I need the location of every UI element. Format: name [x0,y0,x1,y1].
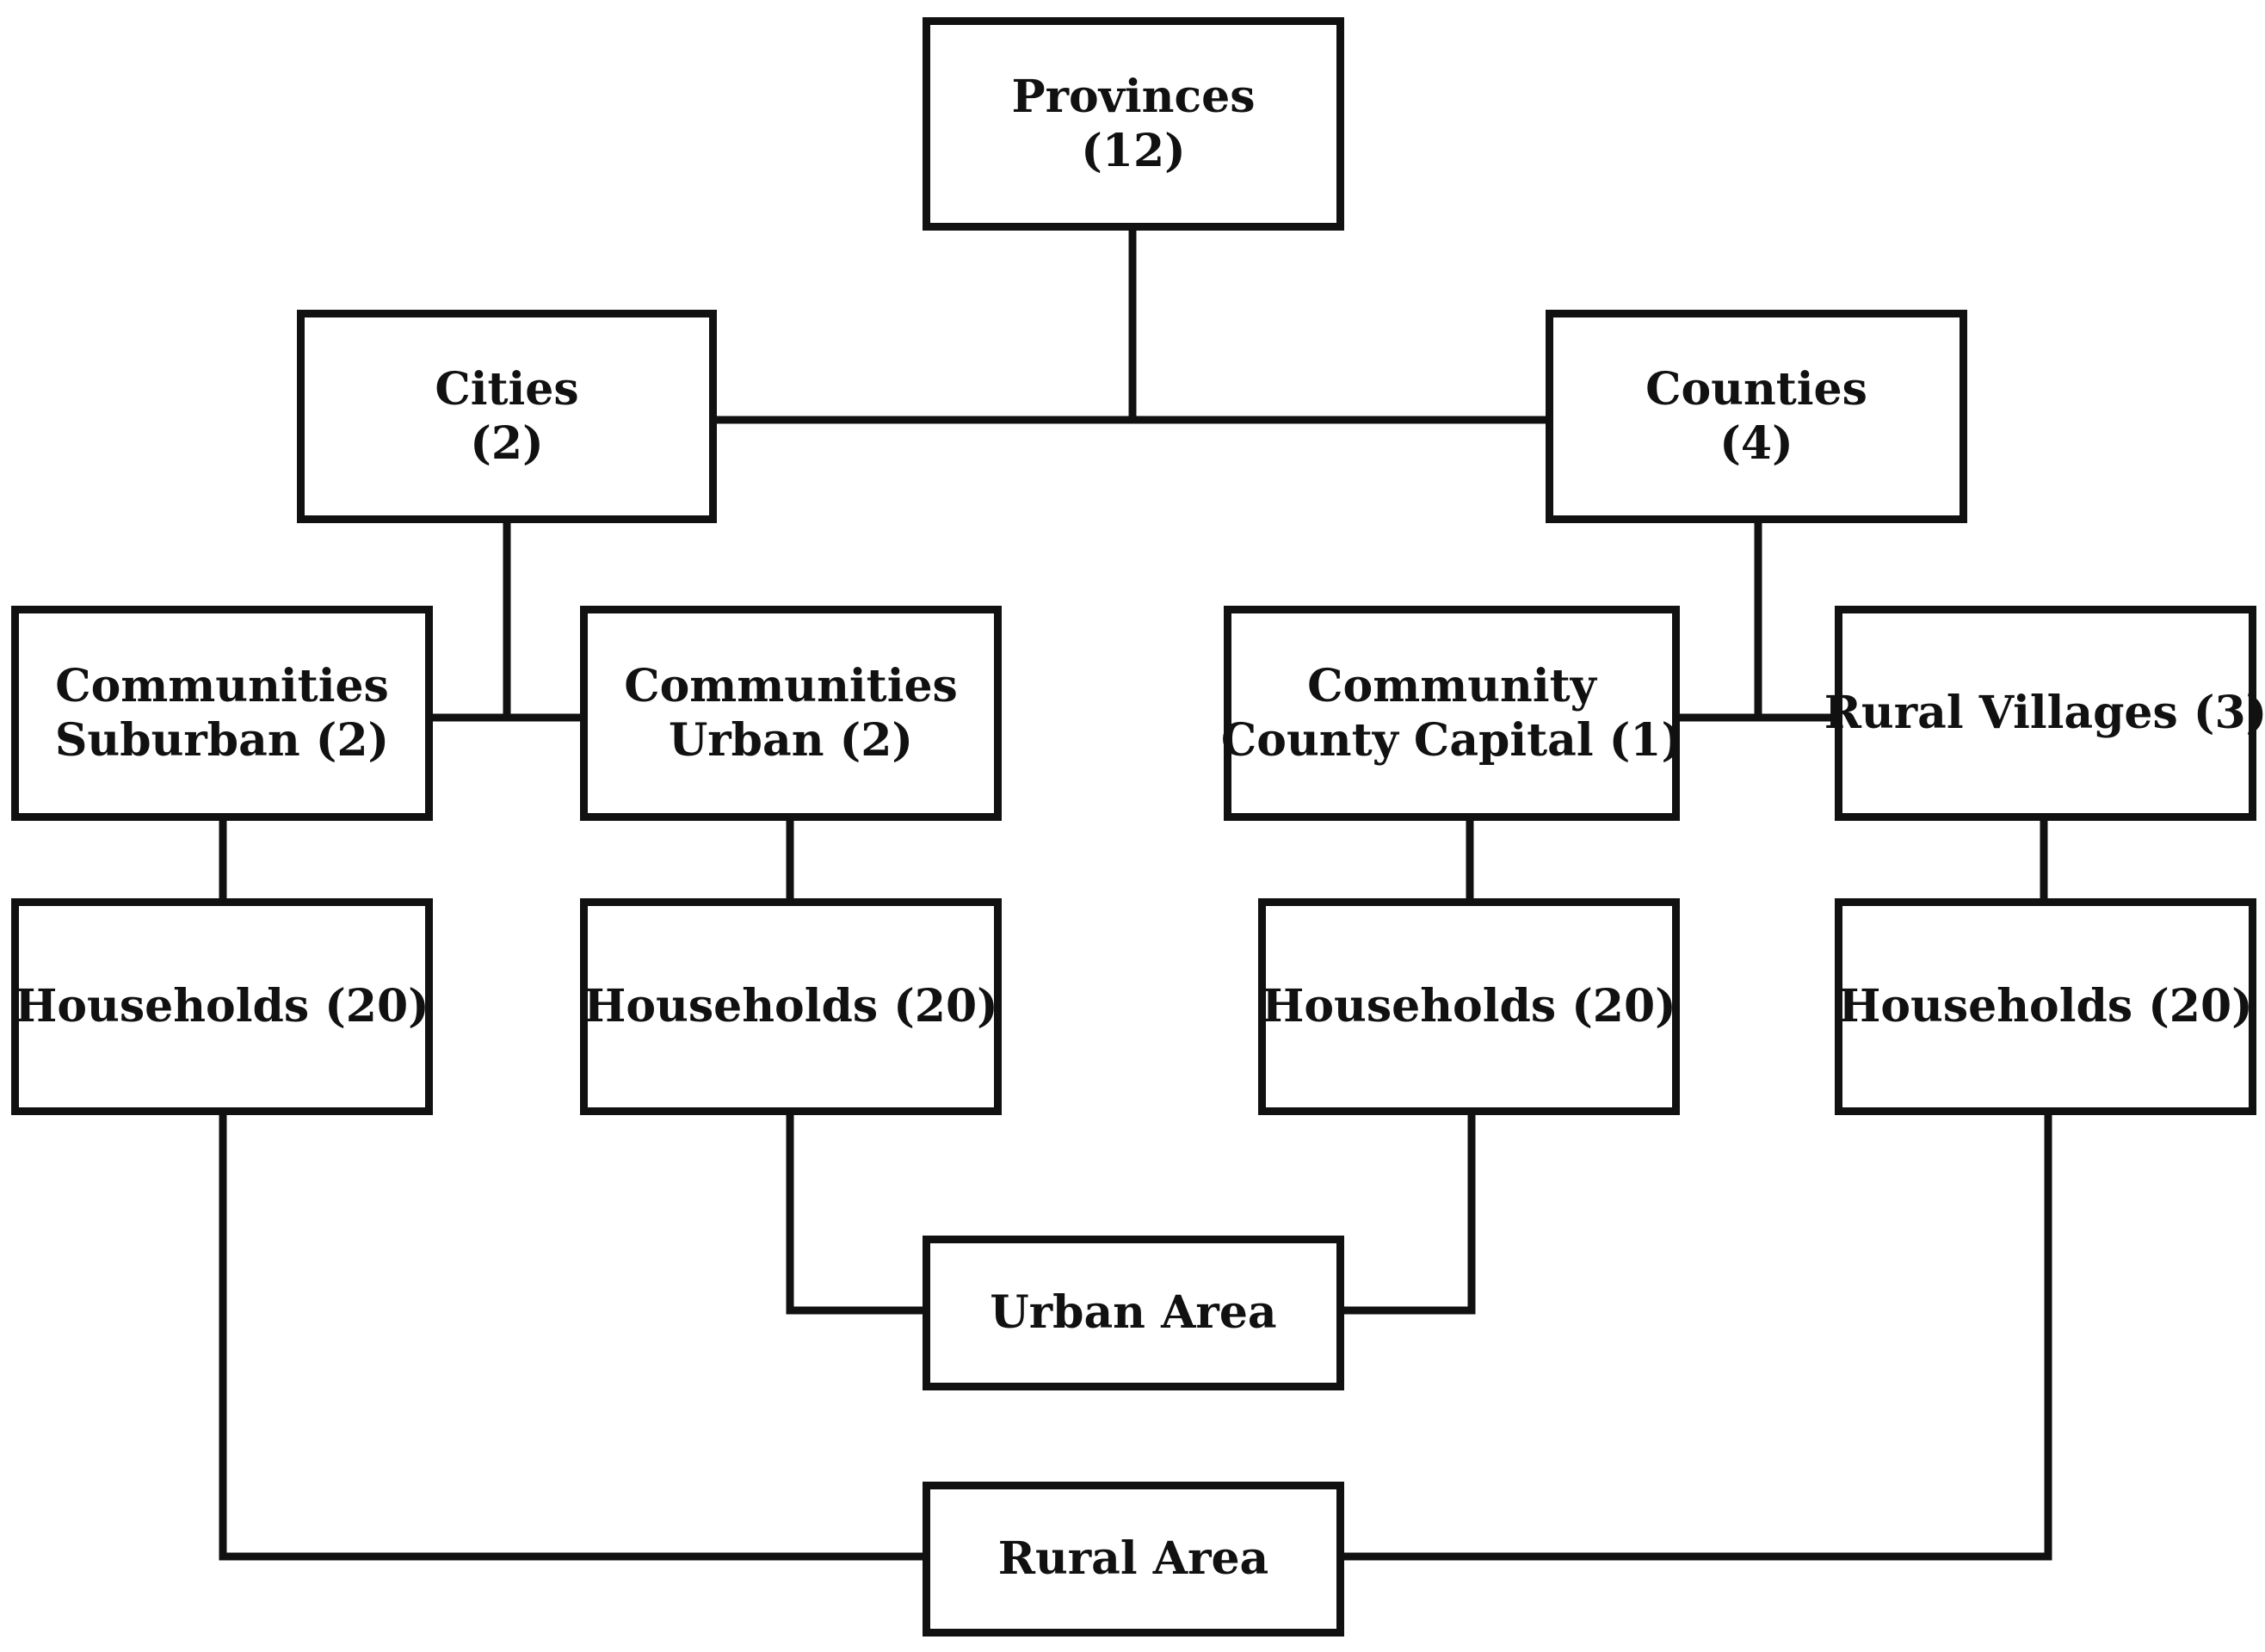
node-provinces: Provinces (12) [923,17,1344,231]
node-households-suburban: Households (20) [11,898,433,1115]
node-cities: Cities (2) [297,310,717,523]
node-communities-urban-line1: Communities [624,659,958,712]
node-community-county-capital-line2: County Capital (1) [1220,714,1683,767]
node-cities-count: (2) [470,417,544,470]
node-cities-title: Cities [435,362,579,416]
node-rural-area-label: Rural Area [997,1532,1269,1586]
connector-urban-area-right [1336,1107,1476,1315]
node-communities-urban-line2: Urban (2) [668,714,914,767]
connector-rural-area-left [219,1107,930,1561]
node-communities-urban: Communities Urban (2) [580,606,1002,821]
node-rural-villages: Rural Villages (3) [1824,606,2265,821]
node-counties: Counties (4) [1546,310,1967,523]
node-households-villages: Households (20) [1835,898,2256,1115]
node-provinces-title: Provinces [1011,70,1256,123]
connector-urban-area-left [786,1107,930,1315]
node-rural-villages-label: Rural Villages (3) [1824,687,2265,740]
node-households-capital: Households (20) [1258,898,1680,1115]
node-urban-area-label: Urban Area [990,1286,1277,1340]
node-community-county-capital: Community County Capital (1) [1220,606,1683,821]
node-households-urban: Households (20) [580,898,1002,1115]
node-households-urban-label: Households (20) [583,980,998,1033]
node-urban-area: Urban Area [923,1236,1344,1390]
node-community-county-capital-line1: Community [1307,659,1596,712]
node-counties-title: Counties [1645,362,1867,416]
connector-rural-area-right [1336,1107,2052,1561]
node-communities-suburban: Communities Suburban (2) [11,606,433,821]
node-households-villages-label: Households (20) [1838,980,2253,1033]
node-provinces-count: (12) [1081,125,1186,177]
node-communities-suburban-line2: Suburban (2) [54,714,390,767]
node-rural-area: Rural Area [923,1482,1344,1637]
node-counties-count: (4) [1719,417,1793,470]
node-households-suburban-label: Households (20) [15,980,429,1033]
node-households-capital-label: Households (20) [1262,980,1676,1033]
node-communities-suburban-line1: Communities [55,659,389,712]
